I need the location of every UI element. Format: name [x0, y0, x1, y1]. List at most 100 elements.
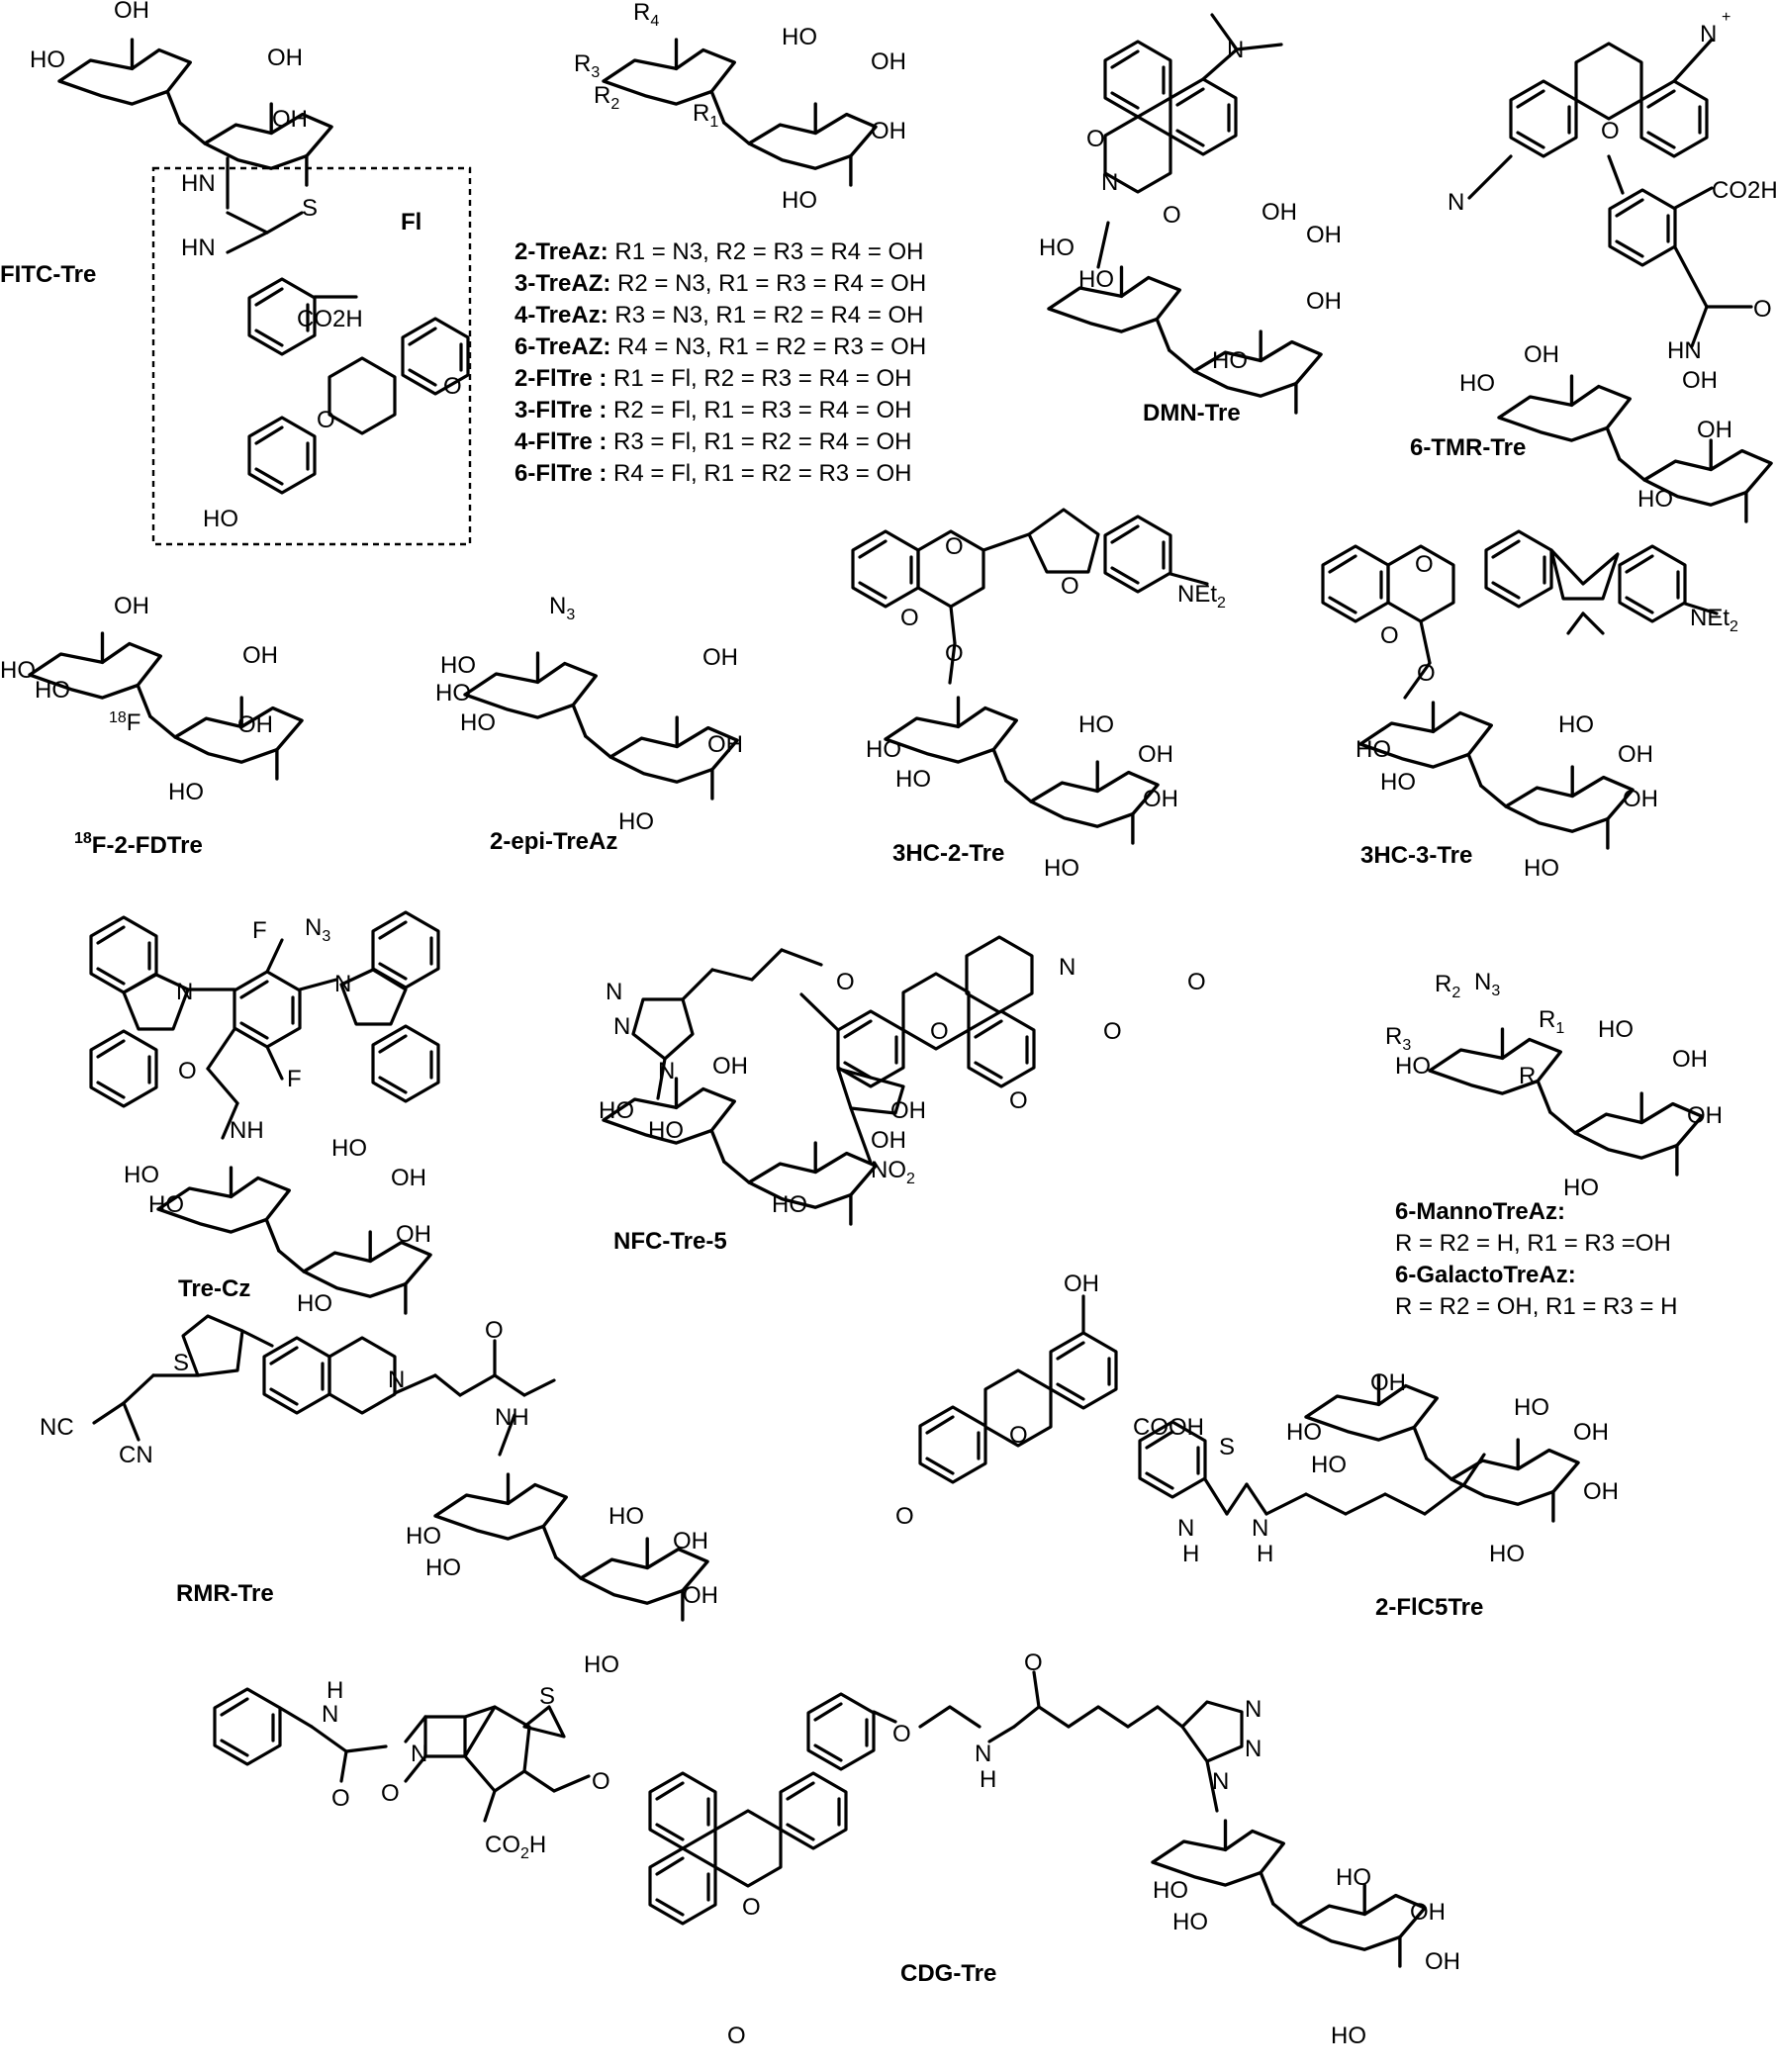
atom-oh-nfc-1: OH — [712, 1053, 748, 1080]
atom-ho-hc2-2: HO — [895, 766, 931, 793]
atom-o-nfc-1: O — [930, 1018, 949, 1045]
atom-oh-manno-2: OH — [1687, 1102, 1723, 1129]
atom-ho-nfc-3: HO — [772, 1191, 807, 1218]
atom-ho-fic5-3: HO — [1514, 1394, 1549, 1421]
atom-oh-hc3-2: OH — [1623, 786, 1658, 812]
atom-oh-dmn-1: OH — [1262, 199, 1297, 226]
legend-r-7: 6-FlTre : R4 = Fl, R1 = R2 = R3 = OH — [514, 460, 911, 487]
atom-n-dmn: N — [1227, 37, 1244, 63]
atom-s-cdg: S — [539, 1683, 555, 1710]
hc3-tre-structure — [1321, 529, 1719, 850]
atom-ho-hc3-1: HO — [1355, 736, 1391, 763]
atom-r-manno: R — [1519, 1063, 1536, 1089]
legend-manno-0-text: R = R2 = H, R1 = R3 =OH — [1395, 1230, 1671, 1257]
atom-ho-cz-4: HO — [297, 1290, 332, 1317]
atom-ho-cdg-3: HO — [1336, 1864, 1371, 1891]
legend-manno-0-name: 6-MannoTreAz: — [1395, 1198, 1565, 1225]
atom-o-cdg-4: O — [742, 1894, 761, 1921]
atom-o-dmn-1: O — [1086, 126, 1105, 152]
atom-n-nfc-1: N — [606, 979, 622, 1005]
atom-oh-fd-2: OH — [242, 642, 278, 669]
atom-oh-hc2-2: OH — [1143, 786, 1178, 812]
atom-n-dmn-2: N — [1101, 169, 1118, 196]
atom-n-nfc-4: N — [1059, 954, 1075, 981]
atom-oh-fitc-3: OH — [272, 106, 308, 133]
atom-ho-hc2-4: HO — [1044, 855, 1079, 882]
legend-r-1: 3-TreAZ: R2 = N3, R1 = R3 = R4 = OH — [514, 270, 926, 297]
atom-o-nfc-3: O — [1187, 969, 1206, 995]
atom-ho-rmr-2: HO — [425, 1554, 461, 1581]
atom-n-cz-2: N — [334, 971, 351, 997]
atom-oh-fd-1: OH — [114, 593, 149, 619]
atom-oh-tmr-2: OH — [1682, 367, 1718, 394]
atom-ho-r: HO — [782, 24, 817, 50]
atom-f-cz-2: F — [287, 1066, 302, 1092]
atom-r4: R4 — [633, 0, 659, 30]
atom-oh-rmr-1: OH — [673, 1528, 708, 1554]
atom-oh-dmn-2: OH — [1306, 222, 1342, 248]
atom-ho-hc2-3: HO — [1078, 711, 1114, 738]
atom-o-ring-fitc: O — [317, 407, 335, 433]
atom-ho-dmn-1: HO — [1039, 235, 1075, 261]
atom-n-cdg-3: N — [1245, 1736, 1262, 1762]
cdg-tre-structure — [213, 1670, 1427, 1968]
atom-o-hc3-3: O — [1417, 660, 1436, 687]
atom-o-hc2-1: O — [945, 533, 964, 560]
atom-o-cdg-6: O — [892, 1721, 911, 1747]
atom-nc-rmr: NC — [40, 1414, 74, 1441]
atom-ho-tmr-1: HO — [1459, 370, 1495, 397]
atom-n-cdg-2: N — [1245, 1696, 1262, 1723]
atom-ho-epi-3: HO — [460, 709, 496, 736]
atom-o-nfc-2: O — [1103, 1018, 1122, 1045]
atom-oh-fic5-2: OH — [1370, 1369, 1406, 1396]
atom-oh-fic5-1: OH — [1064, 1271, 1099, 1297]
atom-n3-epi: N3 — [549, 593, 575, 623]
atom-n-rmr: N — [388, 1366, 405, 1393]
tmr-tre-structure — [1467, 38, 1773, 523]
atom-r2-manno: R2 — [1435, 971, 1460, 1001]
atom-oh-nfc-3: OH — [871, 1127, 906, 1154]
atom-s-fitc: S — [302, 195, 318, 222]
atom-o-cdg-2: O — [381, 1780, 400, 1807]
atom-net2-hc3: NEt2 — [1690, 605, 1738, 635]
atom-o-hc2-3: O — [1061, 573, 1079, 600]
atom-ho-fic5-2: HO — [1311, 1452, 1347, 1478]
atom-ho-epi-2: HO — [435, 680, 471, 706]
atom-o-nfc-5: O — [1009, 1087, 1028, 1114]
label-fitc-tre: FITC-Tre — [0, 261, 96, 288]
fl-dashed-box — [151, 166, 472, 546]
atom-ho-hc3-3: HO — [1558, 711, 1594, 738]
atom-oh-fitc-1: OH — [114, 0, 149, 24]
dmn-tre-structure — [1047, 13, 1323, 415]
label-dmn-tre: DMN-Tre — [1143, 400, 1241, 426]
legend-r-6: 4-FlTre : R3 = Fl, R1 = R2 = R4 = OH — [514, 428, 911, 455]
atom-ho-nfc-1: HO — [599, 1097, 634, 1124]
atom-ho-fic5-1: HO — [1286, 1419, 1322, 1446]
hc2-tre-structure — [851, 508, 1209, 845]
atom-no2-nfc: NO2 — [871, 1157, 915, 1187]
label-epi-treaz: 2-epi-TreAz — [490, 828, 617, 855]
atom-hn-fitc: HN — [181, 170, 216, 197]
atom-o-hc2-2: O — [900, 605, 919, 631]
atom-ho-tmr-2: HO — [1637, 486, 1673, 513]
atom-ho-fd-2: HO — [35, 677, 70, 704]
atom-oh-dmn-3: OH — [1306, 288, 1342, 315]
fitc-tre-structure — [57, 38, 472, 546]
atom-o-hc3-2: O — [1380, 622, 1399, 649]
atom-ho-rmr-4: HO — [584, 1651, 619, 1678]
atom-n-cdg-4: N — [1212, 1768, 1229, 1795]
legend-manno-1-name: 6-GalactoTreAz: — [1395, 1262, 1576, 1288]
atom-nh-cz: NH — [230, 1117, 264, 1144]
atom-ho-rmr-1: HO — [406, 1523, 441, 1550]
atom-oh-r-2: OH — [871, 118, 906, 144]
atom-co2h-fitc: CO2H — [297, 306, 363, 332]
atom-nh-rmr: NH — [495, 1404, 529, 1431]
atom-ho-rmr-3: HO — [608, 1503, 644, 1530]
r-trehalose-structure — [602, 38, 878, 187]
atom-o-hc3-1: O — [1415, 551, 1434, 578]
atom-n3-cz: N3 — [305, 914, 330, 945]
atom-oh-fic5-4: OH — [1583, 1478, 1619, 1505]
legend-r-0: 2-TreAz: R1 = N3, R2 = R3 = R4 = OH — [514, 238, 924, 265]
